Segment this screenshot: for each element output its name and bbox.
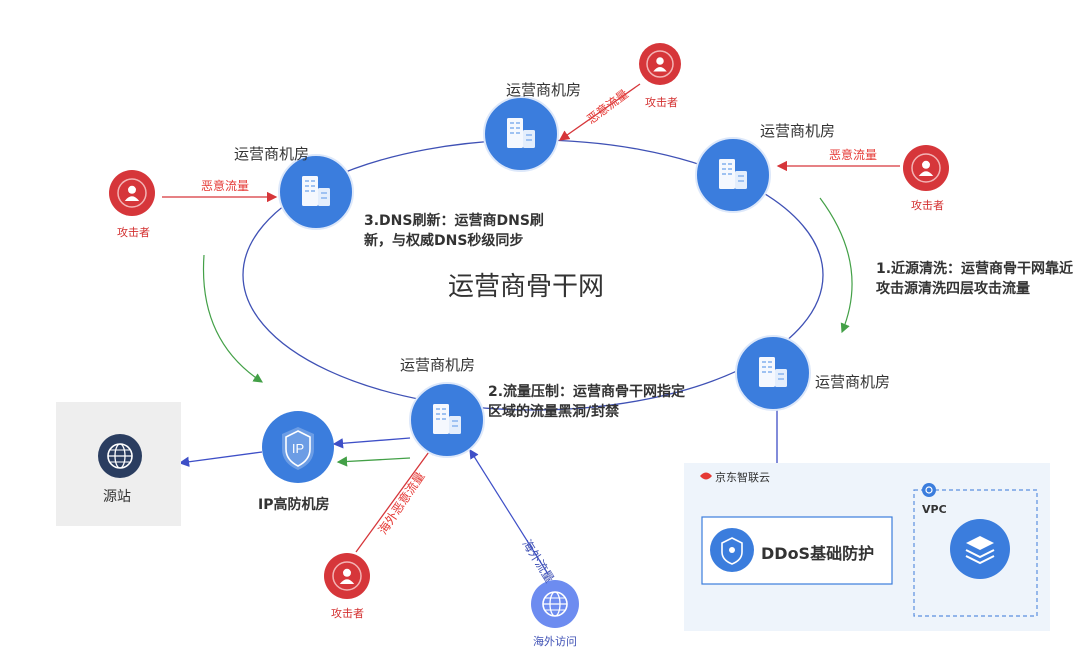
malicious-flow-arrow-top bbox=[558, 83, 641, 141]
attacker-right-label: 攻击者 bbox=[911, 199, 944, 212]
attacker-left-icon bbox=[109, 170, 155, 216]
room-top-left-label: 运营商机房 bbox=[234, 145, 310, 163]
attacker-bottom-label: 攻击者 bbox=[331, 607, 364, 620]
ip-room-icon: IP bbox=[262, 411, 334, 483]
vpc-layers-icon bbox=[950, 519, 1010, 579]
room-right-label: 运营商机房 bbox=[815, 373, 891, 391]
step-dns-refresh: 3.DNS刷新：运营商DNS刷新，与权威DNS秒级同步 bbox=[364, 213, 544, 249]
cloud-brand-logo bbox=[700, 472, 712, 480]
vpc-label: VPC bbox=[922, 503, 947, 516]
malicious-flow-label-left: 恶意流量 bbox=[201, 179, 250, 193]
backbone-title: 运营商骨干网 bbox=[448, 272, 605, 302]
origin-globe-icon bbox=[98, 434, 142, 478]
attacker-bottom-icon bbox=[324, 553, 370, 599]
room-to-ip-green-arrow bbox=[336, 456, 411, 467]
attacker-right-icon bbox=[903, 145, 949, 191]
overseas-flow-arrow bbox=[469, 448, 549, 575]
ip-to-origin-arrow bbox=[178, 451, 263, 467]
origin-label: 源站 bbox=[103, 489, 131, 505]
attacker-top-label: 攻击者 bbox=[645, 96, 678, 109]
step-traffic-suppress: 2.流量压制：运营商骨干网指定区域的流量黑洞/封禁 bbox=[488, 384, 686, 420]
room-to-ip-arrow bbox=[332, 437, 411, 449]
overseas-access-label: 海外访问 bbox=[533, 635, 577, 648]
room-top-right-label: 运营商机房 bbox=[760, 122, 836, 140]
room-top-left-icon bbox=[278, 154, 354, 230]
svg-text:IP: IP bbox=[292, 441, 304, 456]
attacker-top-icon bbox=[639, 43, 681, 85]
ddos-label: DDoS基础防护 bbox=[761, 544, 875, 563]
malicious-flow-label-right: 恶意流量 bbox=[829, 148, 878, 162]
ip-room-label: IP高防机房 bbox=[258, 497, 330, 513]
cloud-brand-label: 京东智联云 bbox=[715, 471, 770, 484]
ddos-shield-icon bbox=[710, 528, 754, 572]
room-bottom-label: 运营商机房 bbox=[400, 356, 476, 374]
room-top-icon bbox=[483, 96, 559, 172]
step-near-source-clean: 1.近源清洗：运营商骨干网靠近攻击源清洗四层攻击流量 bbox=[876, 261, 1074, 297]
clean-flow-arrow-right bbox=[819, 197, 853, 334]
room-top-right-icon bbox=[695, 137, 771, 213]
room-bottom-icon bbox=[409, 382, 485, 458]
room-top-label: 运营商机房 bbox=[506, 81, 582, 99]
attacker-left-label: 攻击者 bbox=[117, 226, 150, 239]
overseas-globe-icon bbox=[531, 580, 579, 628]
vpc-box bbox=[913, 489, 1038, 617]
vpc-badge-icon bbox=[922, 483, 936, 497]
room-right-icon bbox=[735, 335, 811, 411]
clean-flow-arrow-left bbox=[202, 254, 264, 383]
overseas-malicious-arrow bbox=[355, 443, 435, 553]
